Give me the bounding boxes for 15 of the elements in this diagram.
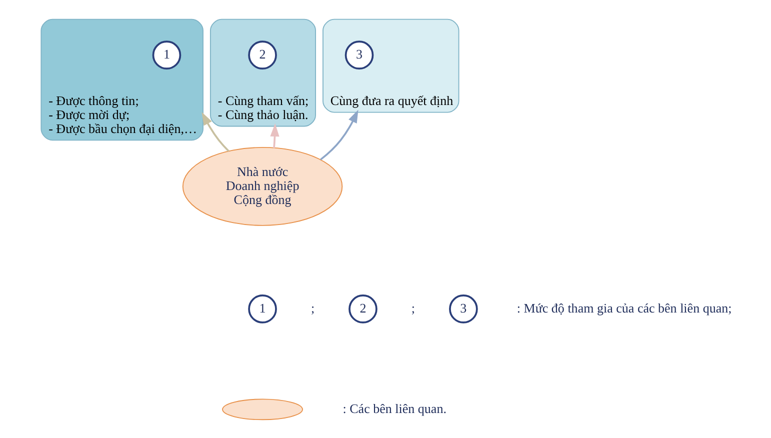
node-circle: 3	[344, 40, 374, 70]
legend-label: : Mức độ tham gia của các bên liên quan;	[516, 300, 732, 316]
node-ellipse: Nhà nước Doanh nghiệp Cộng đồng	[182, 146, 342, 226]
arrow	[270, 123, 279, 148]
node-circle: 1	[248, 294, 276, 324]
arrow	[201, 112, 229, 152]
node-circle: 1	[152, 40, 181, 70]
node-circle: 2	[348, 294, 377, 324]
label: ;	[410, 300, 415, 316]
node-circle: 3	[448, 294, 478, 324]
label: ;	[310, 300, 314, 316]
arrow	[320, 110, 358, 160]
node-circle: 2	[248, 40, 276, 70]
legend-label: : Các bên liên quan.	[342, 400, 446, 416]
node-ellipse	[222, 398, 302, 420]
